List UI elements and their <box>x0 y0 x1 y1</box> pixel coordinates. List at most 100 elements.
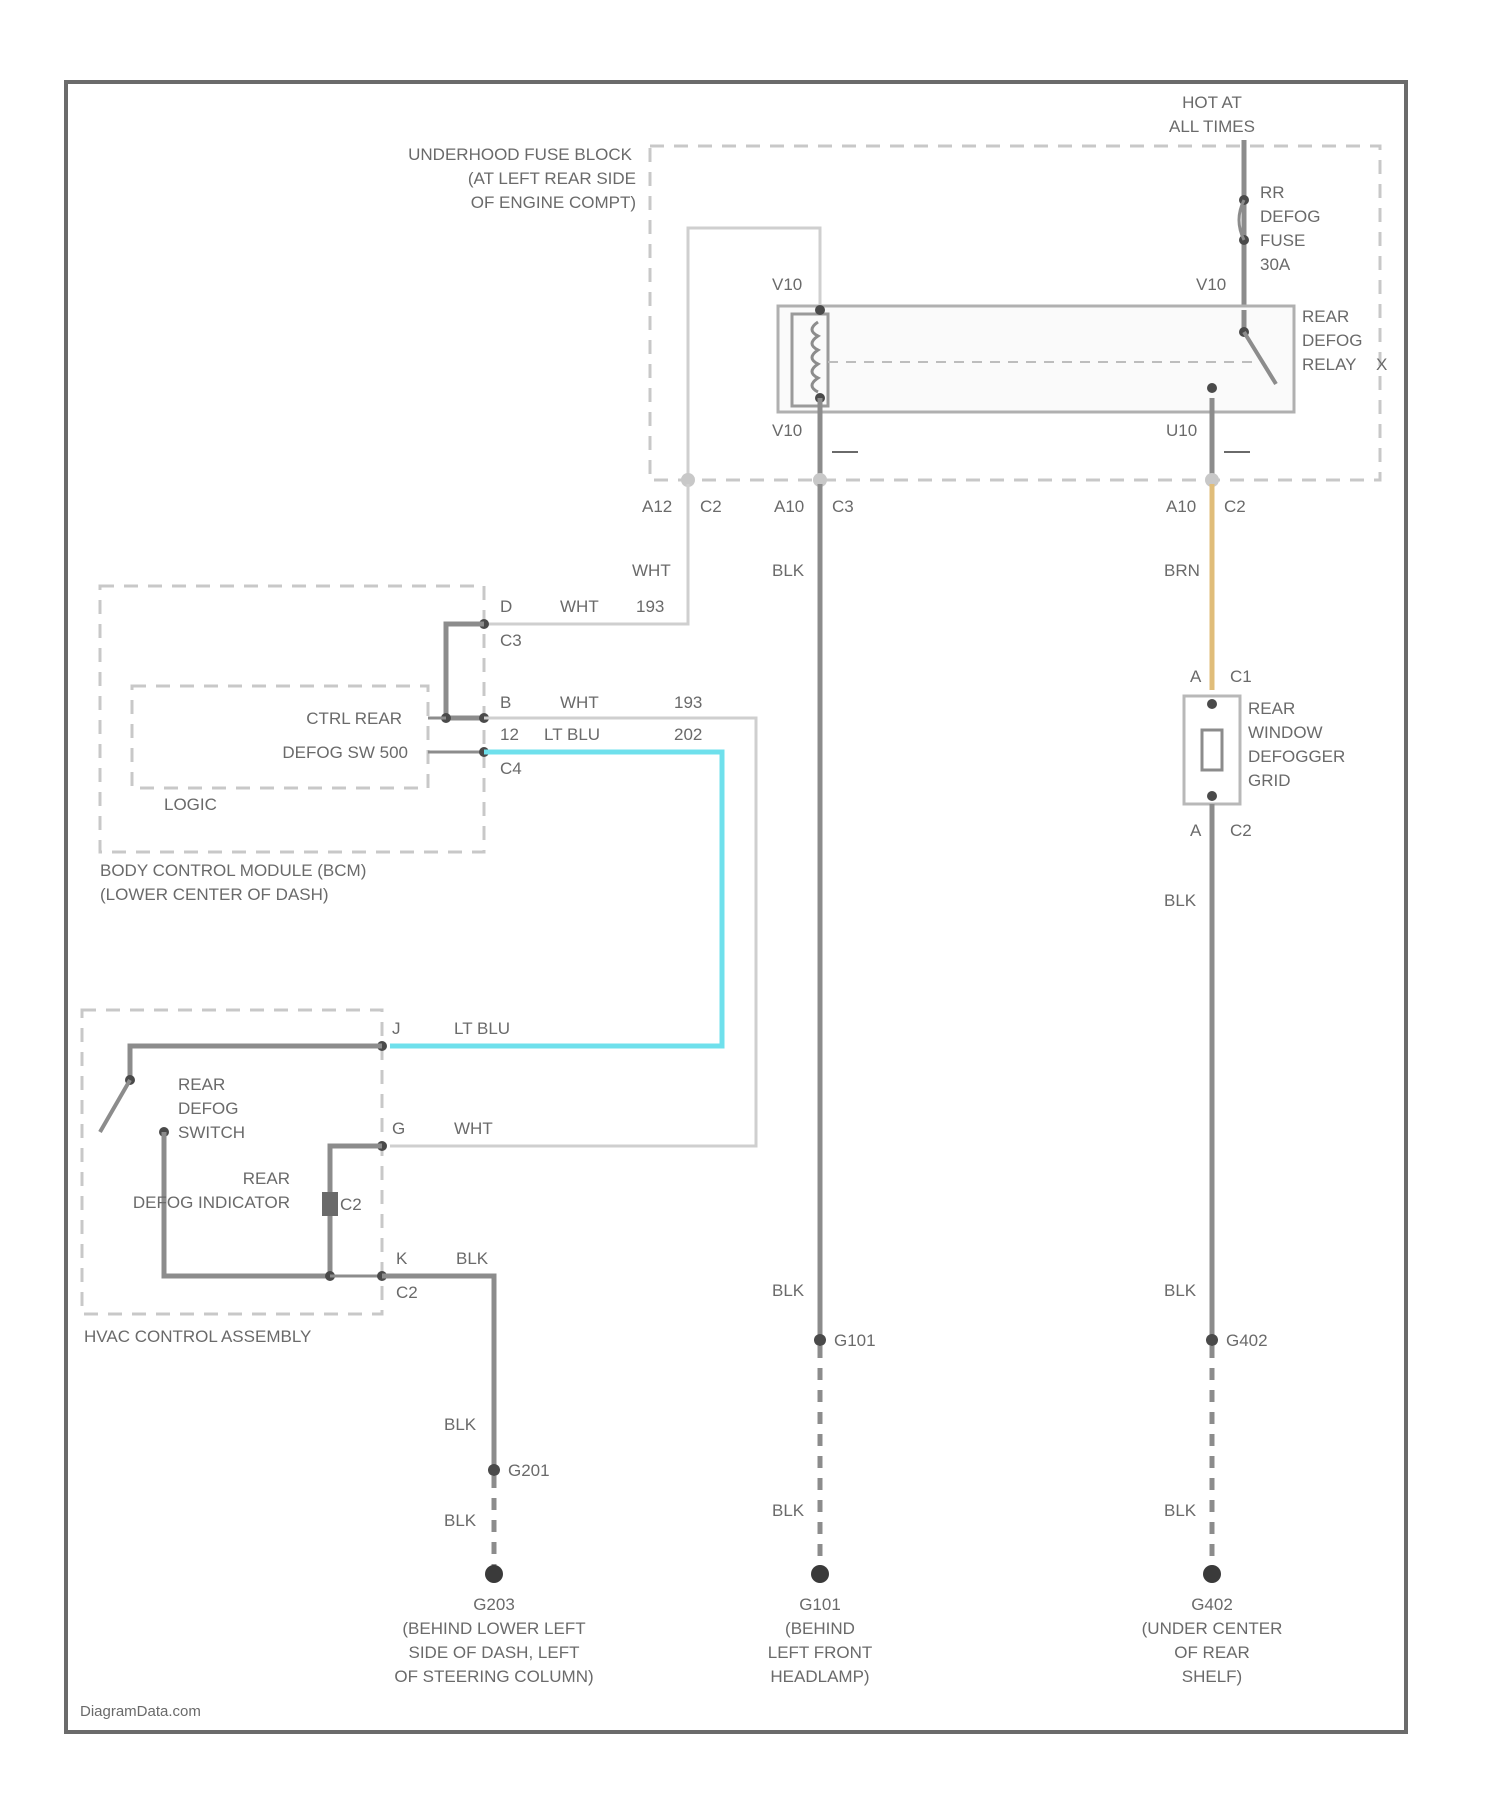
hvac-blk: BLK <box>456 1249 489 1268</box>
splice-left-label: G201 <box>508 1461 550 1480</box>
grid-label-2: WINDOW <box>1248 723 1323 742</box>
fb-conn-1-label: C2 <box>700 497 722 516</box>
switch-label-3: SWITCH <box>178 1123 245 1142</box>
ground-mid-icon <box>811 1565 829 1583</box>
hvac-pin-k: K <box>396 1249 408 1268</box>
splice-right-dot <box>1206 1334 1218 1346</box>
blk-left-2: BLK <box>444 1511 477 1530</box>
hvac-lt-blu: LT BLU <box>454 1019 510 1038</box>
fuse-block-label-3: OF ENGINE COMPT) <box>471 193 636 212</box>
splice-mid-dot <box>814 1334 826 1346</box>
bcm-wht-label: WHT <box>560 597 599 616</box>
brn-label: BRN <box>1164 561 1200 580</box>
ground-right-label-4: SHELF) <box>1182 1667 1242 1686</box>
bcm-lt-blu: LT BLU <box>544 725 600 744</box>
relay-switch-contact <box>1207 383 1217 393</box>
bcm-circuit-2: 193 <box>674 693 702 712</box>
ground-mid-label-4: HEADLAMP) <box>770 1667 869 1686</box>
fuse-label-1: RR <box>1260 183 1285 202</box>
bcm-wht-2: WHT <box>560 693 599 712</box>
bcm-pin-12: 12 <box>500 725 519 744</box>
bcm-logic-outline <box>132 686 428 788</box>
blk-left-1: BLK <box>444 1415 477 1434</box>
hvac-label: HVAC CONTROL ASSEMBLY <box>84 1327 311 1346</box>
fb-pin-2-label: A10 <box>774 497 804 516</box>
bcm-defog-sw: DEFOG SW 500 <box>282 743 408 762</box>
hvac-pin-j: J <box>392 1019 401 1038</box>
watermark: DiagramData.com <box>80 1703 201 1720</box>
hvac-wht: WHT <box>454 1119 493 1138</box>
grid-label-1: REAR <box>1248 699 1295 718</box>
blk-mid-2: BLK <box>772 1281 805 1300</box>
relay-label-3: RELAY <box>1302 355 1357 374</box>
relay-side-label: X <box>1376 355 1387 374</box>
blk-mid-label: BLK <box>772 561 805 580</box>
switch-label-1: REAR <box>178 1075 225 1094</box>
bcm-circuit-3: 202 <box>674 725 702 744</box>
ground-right-label-2: (UNDER CENTER <box>1142 1619 1283 1638</box>
fb-pin-3-label: A10 <box>1166 497 1196 516</box>
indicator-lamp-icon <box>322 1192 338 1216</box>
switch-feed-wire <box>130 1046 382 1078</box>
splice-mid-label: G101 <box>834 1331 876 1350</box>
ground-mid-label-1: G101 <box>799 1595 841 1614</box>
switch-label-2: DEFOG <box>178 1099 238 1118</box>
ground-left-label-2: (BEHIND LOWER LEFT <box>402 1619 585 1638</box>
relay-pin-right-top: V10 <box>1196 275 1226 294</box>
bcm-ctrl-rear: CTRL REAR <box>306 709 402 728</box>
blk-right-2: BLK <box>1164 1281 1197 1300</box>
bcm-logic-label: LOGIC <box>164 795 217 814</box>
fuse-block-label-1: UNDERHOOD FUSE BLOCK <box>408 145 633 164</box>
bcm-label-1: BODY CONTROL MODULE (BCM) <box>100 861 366 880</box>
splice-right-label: G402 <box>1226 1331 1268 1350</box>
relay-label-1: REAR <box>1302 307 1349 326</box>
ground-mid-label-3: LEFT FRONT <box>768 1643 873 1662</box>
bcm-pin-b: B <box>500 693 511 712</box>
indicator-label-2: DEFOG INDICATOR <box>133 1193 290 1212</box>
ground-left-label-4: OF STEERING COLUMN) <box>394 1667 593 1686</box>
grid-pin-a-top: A <box>1190 667 1202 686</box>
bcm-conn-c3: C3 <box>500 631 522 650</box>
grid-conn-c1: C1 <box>1230 667 1252 686</box>
relay-pin-left-top: V10 <box>772 275 802 294</box>
fuse-block-label-2: (AT LEFT REAR SIDE <box>468 169 636 188</box>
grid-label-3: DEFOGGER <box>1248 747 1345 766</box>
hvac-outline <box>82 1010 382 1314</box>
ground-mid-label-2: (BEHIND <box>785 1619 855 1638</box>
indicator-label-1: REAR <box>243 1169 290 1188</box>
blk-mid-3: BLK <box>772 1501 805 1520</box>
blk-right-1: BLK <box>1164 891 1197 910</box>
wht-top-label: WHT <box>632 561 671 580</box>
coil-top-dot <box>815 305 825 315</box>
bcm-pin-d: D <box>500 597 512 616</box>
blk-left-wire <box>382 1276 494 1470</box>
bcm-conn-c4: C4 <box>500 759 522 778</box>
ground-left-label-3: SIDE OF DASH, LEFT <box>409 1643 580 1662</box>
ground-right-label-3: OF REAR <box>1174 1643 1250 1662</box>
hvac-pin-g: G <box>392 1119 405 1138</box>
hvac-conn-c2: C2 <box>396 1283 418 1302</box>
bcm-internal-jumper <box>446 624 484 718</box>
fuse-label-3: FUSE <box>1260 231 1305 250</box>
rear-defog-relay-box <box>778 306 1294 412</box>
grid-top-dot <box>1207 699 1217 709</box>
grid-element-icon <box>1202 730 1222 770</box>
ground-right-icon <box>1203 1565 1221 1583</box>
wht-wire-bcm-hvac <box>390 718 756 1146</box>
grid-conn-c2: C2 <box>1230 821 1252 840</box>
fb-conn-3-label: C2 <box>1224 497 1246 516</box>
bcm-outline <box>100 586 484 852</box>
relay-label-2: DEFOG <box>1302 331 1362 350</box>
fb-pin-1-label: A12 <box>642 497 672 516</box>
fuse-label-4: 30A <box>1260 255 1291 274</box>
defogger-grid-box <box>1184 696 1240 804</box>
relay-pin-right-bot: U10 <box>1166 421 1197 440</box>
fuse-label-2: DEFOG <box>1260 207 1320 226</box>
hvac-conn-c2-inner: C2 <box>340 1195 362 1214</box>
grid-pin-a-bot: A <box>1190 821 1202 840</box>
lt-blu-wire <box>390 752 722 1046</box>
splice-left-dot <box>488 1464 500 1476</box>
hot-at-label-2: ALL TIMES <box>1169 117 1255 136</box>
hot-at-label-1: HOT AT <box>1182 93 1242 112</box>
